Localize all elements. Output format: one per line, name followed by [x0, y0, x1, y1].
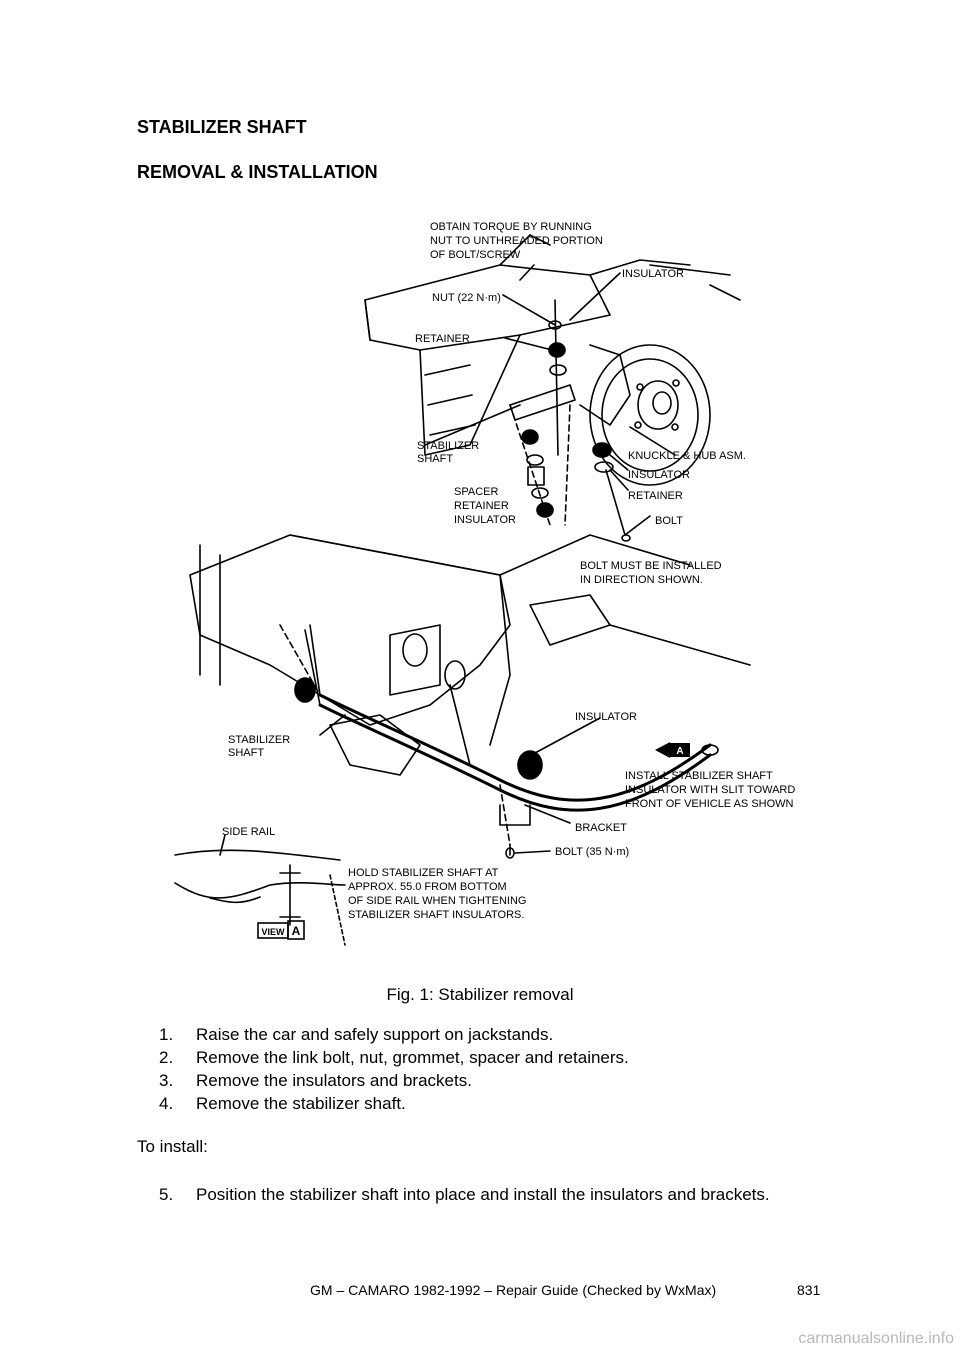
label-hold-note-1: HOLD STABILIZER SHAFT AT [348, 867, 499, 879]
page-number: 831 [797, 1282, 821, 1298]
upper-frame-side [419, 334, 521, 456]
section-subheading: REMOVAL & INSTALLATION [137, 162, 378, 182]
stabilizer-bar [318, 693, 712, 802]
label-insulator-top: INSULATOR [622, 268, 684, 280]
hub [637, 380, 679, 430]
label-install-note-1: INSTALL STABILIZER SHAFT [625, 770, 773, 782]
link-bolt [605, 469, 626, 536]
label-hold-note-3: OF SIDE RAIL WHEN TIGHTENING [348, 895, 526, 907]
view-a-arrow: A [655, 742, 690, 758]
list-item: 3. Remove the insulators and brackets. [159, 1069, 839, 1092]
page-footer: GM – CAMARO 1982-1992 – Repair Guide (Ch… [310, 1282, 717, 1298]
label-bracket: BRACKET [575, 822, 627, 834]
label-hold-note-2: APPROX. 55.0 FROM BOTTOM [348, 881, 507, 893]
list-item: 1. Raise the car and safely support on j… [159, 1023, 839, 1046]
diagram-svg: A VIEW A OBTAIN TORQUE BY RUNNING NUT TO… [174, 221, 795, 946]
label-install-note-2: INSULATOR WITH SLIT TOWARD [625, 784, 795, 796]
label-insulator-stack: INSULATOR [454, 514, 516, 526]
step-text: Remove the insulators and brackets. [196, 1071, 472, 1090]
step-number: 3. [159, 1071, 174, 1090]
label-bolt-direction-2: IN DIRECTION SHOWN. [580, 574, 703, 586]
upper-link [554, 299, 559, 456]
brake-disc [589, 344, 711, 486]
bracket [499, 804, 531, 826]
step-text: Position the stabilizer shaft into place… [196, 1185, 770, 1204]
lower-frame [189, 534, 511, 726]
label-knuckle: KNUCKLE & HUB ASM. [628, 450, 746, 462]
step-text: Remove the stabilizer shaft. [196, 1094, 406, 1113]
label-install-note-3: FRONT OF VEHICLE AS SHOWN [625, 798, 794, 810]
label-retainer-stack: RETAINER [454, 500, 509, 512]
label-torque-3: OF BOLT/SCREW [430, 249, 521, 261]
label-retainer-top: RETAINER [415, 333, 470, 345]
step-text: Remove the link bolt, nut, grommet, spac… [196, 1048, 629, 1067]
label-bolt-direction-1: BOLT MUST BE INSTALLED [580, 560, 722, 572]
removal-steps: 1. Raise the car and safely support on j… [159, 1023, 839, 1115]
arrow-letter: A [676, 746, 683, 757]
upper-frame [364, 264, 611, 351]
label-hold-note-4: STABILIZER SHAFT INSULATORS. [348, 909, 524, 921]
label-torque-1: OBTAIN TORQUE BY RUNNING [430, 221, 592, 233]
step-number: 1. [159, 1025, 174, 1044]
label-stabilizer-low-1: STABILIZER [228, 734, 290, 746]
install-heading: To install: [137, 1137, 208, 1156]
step-number: 5. [159, 1185, 174, 1204]
side-rail [174, 849, 341, 861]
label-torque-2: NUT TO UNTHREADED PORTION [430, 235, 603, 247]
step-number: 4. [159, 1094, 174, 1113]
view-a-box: VIEW A [257, 920, 305, 940]
label-stabilizer-top-2: SHAFT [417, 453, 453, 465]
install-steps: 5. Position the stabilizer shaft into pl… [159, 1183, 823, 1206]
label-stabilizer-top-1: STABILIZER [417, 440, 479, 452]
list-item: 2. Remove the link bolt, nut, grommet, s… [159, 1046, 839, 1069]
view-label: VIEW [261, 927, 285, 937]
label-insulator-low: INSULATOR [575, 711, 637, 723]
step-number: 2. [159, 1048, 174, 1067]
label-spacer: SPACER [454, 486, 498, 498]
label-bolt: BOLT [655, 515, 683, 527]
label-side-rail: SIDE RAIL [222, 826, 275, 838]
label-nut: NUT (22 N·m) [432, 292, 501, 304]
list-item: 5. Position the stabilizer shaft into pl… [159, 1183, 823, 1206]
label-retainer-mid: RETAINER [628, 490, 683, 502]
label-insulator-mid: INSULATOR [628, 469, 690, 481]
figure-caption: Fig. 1: Stabilizer removal [386, 985, 574, 1004]
watermark-link[interactable]: carmanualsonline.info [798, 1330, 954, 1347]
section-heading: STABILIZER SHAFT [137, 117, 307, 137]
label-stabilizer-low-2: SHAFT [228, 747, 264, 759]
stabilizer-diagram: A VIEW A OBTAIN TORQUE BY RUNNING NUT TO… [170, 205, 830, 960]
step-text: Raise the car and safely support on jack… [196, 1025, 554, 1044]
view-letter: A [292, 924, 301, 938]
list-item: 4. Remove the stabilizer shaft. [159, 1092, 839, 1115]
label-bolt-35: BOLT (35 N·m) [555, 846, 629, 858]
